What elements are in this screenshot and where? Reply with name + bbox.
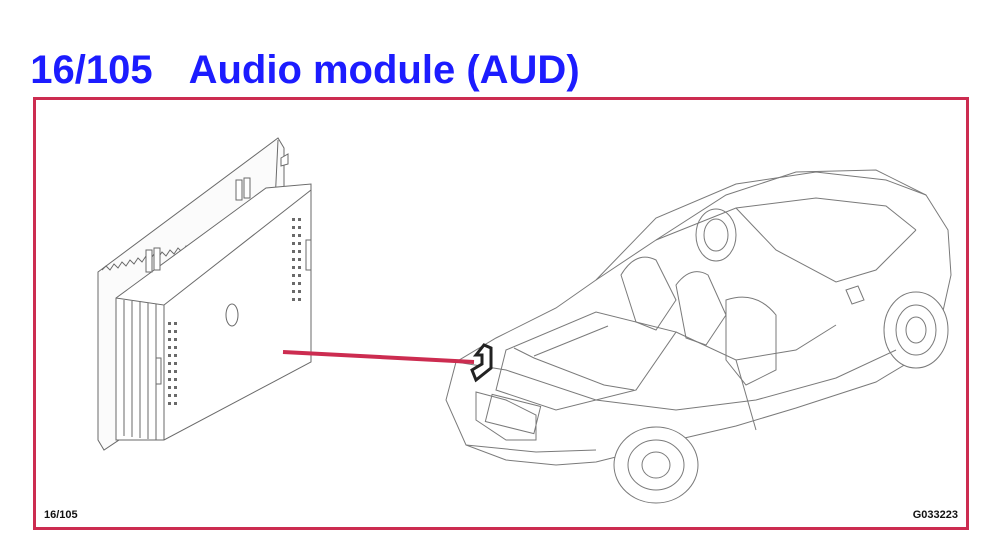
title-text: Audio module (AUD) — [188, 48, 580, 92]
callout-line — [282, 350, 475, 364]
figure-code: G033223 — [912, 509, 958, 521]
diagram-canvas — [97, 137, 952, 504]
audio-module-illustration — [97, 137, 312, 451]
car-illustration — [445, 169, 952, 504]
page-number: 16/105 — [30, 48, 153, 92]
figure-page-ref: 16/105 — [44, 509, 78, 521]
page-title: 16/105 Audio module (AUD) — [8, 10, 580, 92]
figure-frame: 16/105 G033223 — [33, 97, 969, 530]
module-location-marker — [470, 343, 493, 383]
